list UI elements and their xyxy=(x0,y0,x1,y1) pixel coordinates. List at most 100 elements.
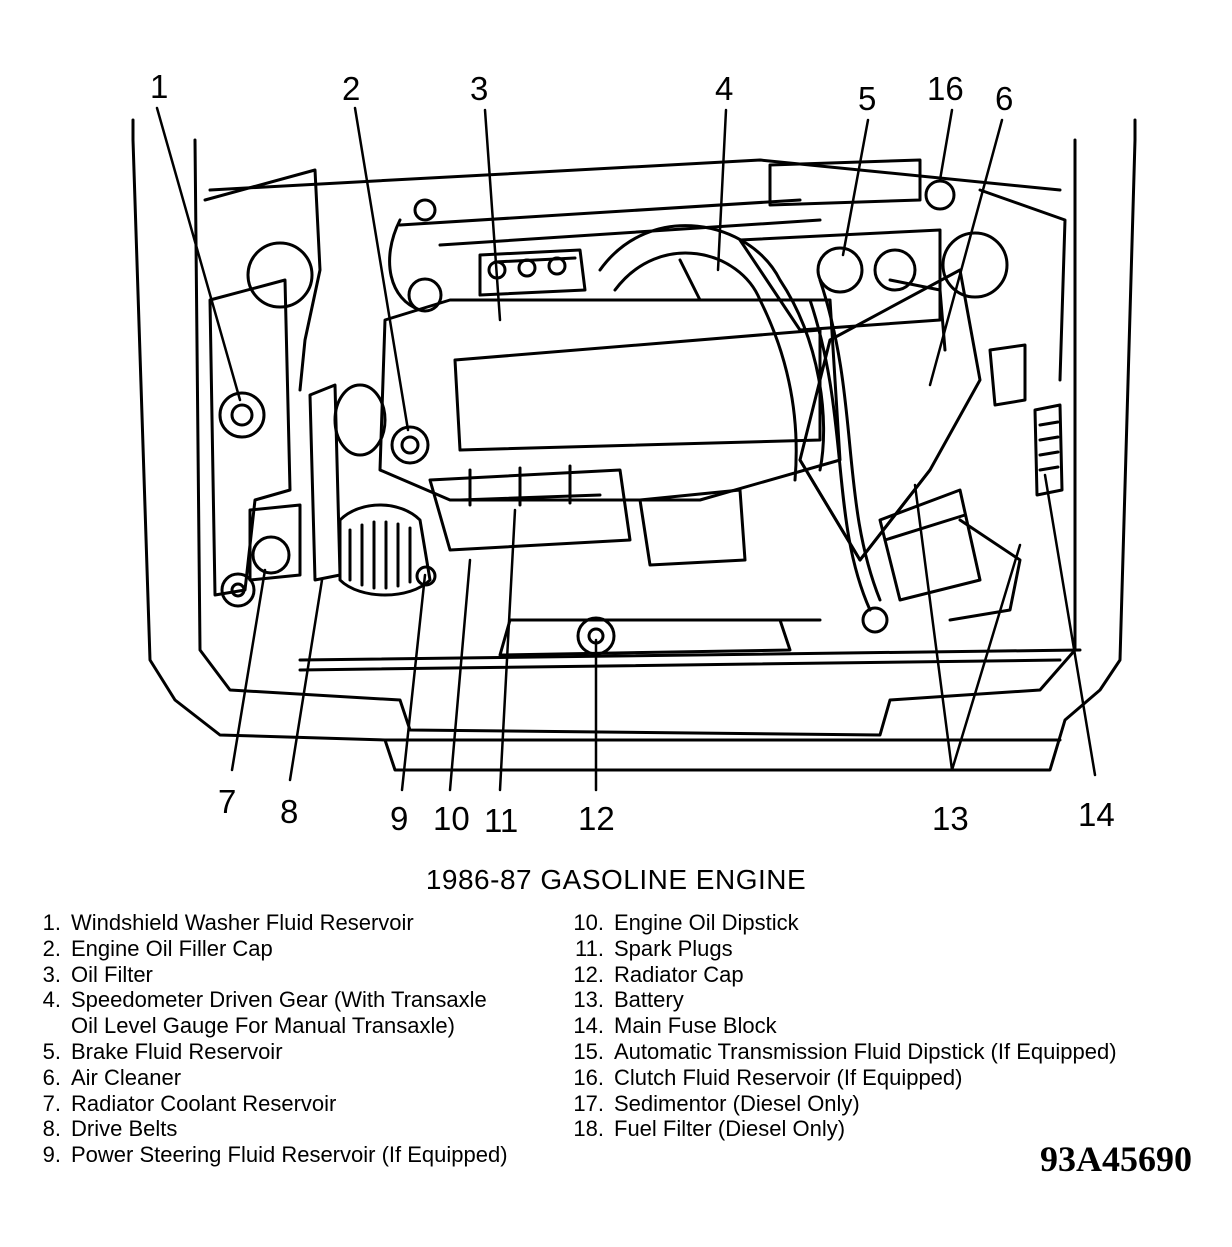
legend-label: Windshield Washer Fluid Reservoir xyxy=(71,910,414,935)
legend-number: 8. xyxy=(42,1116,61,1142)
leader-3 xyxy=(483,108,502,322)
callout-14: 14 xyxy=(1078,796,1115,833)
figure-code: 93A45690 xyxy=(1040,1139,1192,1179)
legend-label: Automatic Transmission Fluid Dipstick (I… xyxy=(614,1038,1117,1064)
legend-number: 17. xyxy=(573,1090,604,1116)
callout-5: 5 xyxy=(858,80,876,117)
legend-number: 14. xyxy=(573,1013,604,1039)
legend-number: 15. xyxy=(573,1038,604,1064)
engine-compartment-diagram: 1 2 3 4 5 16 6 7 8 9 10 11 12 13 14 xyxy=(131,68,1137,839)
alternator xyxy=(338,503,432,597)
legend-label: Brake Fluid Reservoir xyxy=(71,1038,283,1064)
legend-item: 15. Automatic Transmission Fluid Dipstick… xyxy=(566,1039,1226,1065)
right-fender xyxy=(978,188,1067,382)
diagram-title: 1986-87 GASOLINE ENGINE xyxy=(425,864,807,895)
legend-item: 6. Air Cleaner xyxy=(33,1065,573,1091)
callout-4: 4 xyxy=(715,70,733,107)
leader-5 xyxy=(841,118,870,257)
legend-number: 4. xyxy=(42,987,61,1013)
legend-left-column: 1. Windshield Washer Fluid Reservoir 2. En… xyxy=(33,910,573,1168)
callout-2: 2 xyxy=(342,70,360,107)
legend-number: 5. xyxy=(42,1038,61,1064)
legend-item: 17. Sedimentor (Diesel Only) xyxy=(566,1091,1226,1117)
legend-item: 8.Drive Belts xyxy=(33,1116,573,1142)
callout-1: 1 xyxy=(150,68,168,105)
legend-item: 16. Clutch Fluid Reservoir (If Equipped) xyxy=(566,1065,1226,1091)
legend-label: Fuel Filter (Diesel Only) xyxy=(614,1116,846,1142)
legend-number: 9. xyxy=(42,1142,61,1168)
legend-right-column: 10. Engine Oil Dipstick 11.Spark Plugs 12… xyxy=(566,910,1226,1142)
callout-8: 8 xyxy=(280,793,298,830)
legend-number: 18. xyxy=(573,1116,604,1142)
legend-label: Sedimentor (Diesel Only) xyxy=(614,1090,860,1116)
leader-9 xyxy=(400,573,427,792)
legend-label: Engine Oil Filler Cap xyxy=(71,935,273,961)
leader-10 xyxy=(448,558,472,792)
legend-number: 1. xyxy=(42,910,61,935)
washer-reservoir xyxy=(208,278,292,597)
leader-2 xyxy=(353,106,410,432)
legend-label: Power Steering Fluid Reservoir (If Equip… xyxy=(71,1142,508,1168)
legend-number: 6. xyxy=(42,1064,61,1090)
legend-label: Battery xyxy=(614,987,684,1013)
legend-label: Oil Filter xyxy=(71,961,153,987)
legend-number: 13. xyxy=(573,987,604,1013)
callout-7: 7 xyxy=(218,783,236,820)
legend-item: 1. Windshield Washer Fluid Reservoir xyxy=(33,910,573,936)
legend-number: 12. xyxy=(573,961,604,987)
leader-16 xyxy=(938,108,954,182)
legend-number: 3. xyxy=(42,961,61,987)
legend-item: 2. Engine Oil Filler Cap xyxy=(33,936,573,962)
callout-11: 11 xyxy=(484,802,518,839)
legend-number: 10. xyxy=(573,910,604,935)
legend-item: 5. Brake Fluid Reservoir xyxy=(33,1039,573,1065)
legend-item: 4. Speedometer Driven Gear (With Transaxl… xyxy=(33,987,573,1013)
legend-item: Oil Level Gauge For Manual Transaxle) xyxy=(33,1013,573,1039)
intake-duct xyxy=(598,224,826,472)
legend-label: Clutch Fluid Reservoir (If Equipped) xyxy=(614,1064,963,1090)
compartment-inner-outline xyxy=(193,138,1077,737)
compartment-outline xyxy=(131,118,1137,772)
leader-1 xyxy=(155,106,242,402)
legend-item: 9. Power Steering Fluid Reservoir (If Equ… xyxy=(33,1142,573,1168)
legend-label: Air Cleaner xyxy=(71,1064,182,1090)
main-fuse-block xyxy=(1033,403,1064,497)
coolant-reservoir xyxy=(248,503,302,582)
leader-4 xyxy=(716,108,728,272)
leader-6 xyxy=(928,118,1004,387)
legend-label: Speedometer Driven Gear (With Transaxle xyxy=(71,987,487,1013)
leader-13b xyxy=(950,543,1022,772)
legend-number xyxy=(33,1013,71,1039)
legend-item: 7. Radiator Coolant Reservoir xyxy=(33,1091,573,1117)
callout-12: 12 xyxy=(578,800,615,837)
callout-9: 9 xyxy=(390,800,408,837)
legend-number: 16. xyxy=(573,1064,604,1090)
legend-item: 13. Battery xyxy=(566,987,1226,1013)
leader-7 xyxy=(230,568,267,772)
callout-13: 13 xyxy=(932,800,969,837)
legend-label: Oil Level Gauge For Manual Transaxle) xyxy=(71,1013,455,1039)
leader-13a xyxy=(913,483,954,772)
callout-6: 6 xyxy=(995,80,1013,117)
right-strut-tower xyxy=(941,231,1009,299)
legend-item: 11.Spark Plugs xyxy=(566,936,1226,962)
left-fender xyxy=(203,168,322,392)
legend-item: 10. Engine Oil Dipstick xyxy=(566,910,1226,936)
legend-label: Spark Plugs xyxy=(614,935,733,961)
legend-item: 3. Oil Filter xyxy=(33,962,573,988)
valve-cover xyxy=(453,328,822,452)
callout-3: 3 xyxy=(470,70,488,107)
legend-label: Engine Oil Dipstick xyxy=(614,910,799,935)
leader-8 xyxy=(288,578,324,782)
legend-label: Radiator Cap xyxy=(614,961,744,987)
legend-label: Radiator Coolant Reservoir xyxy=(71,1090,337,1116)
legend-number: 7. xyxy=(42,1090,61,1116)
legend-item: 12. Radiator Cap xyxy=(566,962,1226,988)
legend-number: 2. xyxy=(42,935,61,961)
legend-label: Main Fuse Block xyxy=(614,1013,777,1039)
left-strut-tower xyxy=(246,241,314,309)
callout-16: 16 xyxy=(927,70,964,107)
callout-10: 10 xyxy=(433,800,470,837)
legend-item: 14. Main Fuse Block xyxy=(566,1013,1226,1039)
legend-item: 18. Fuel Filter (Diesel Only) xyxy=(566,1116,1226,1142)
